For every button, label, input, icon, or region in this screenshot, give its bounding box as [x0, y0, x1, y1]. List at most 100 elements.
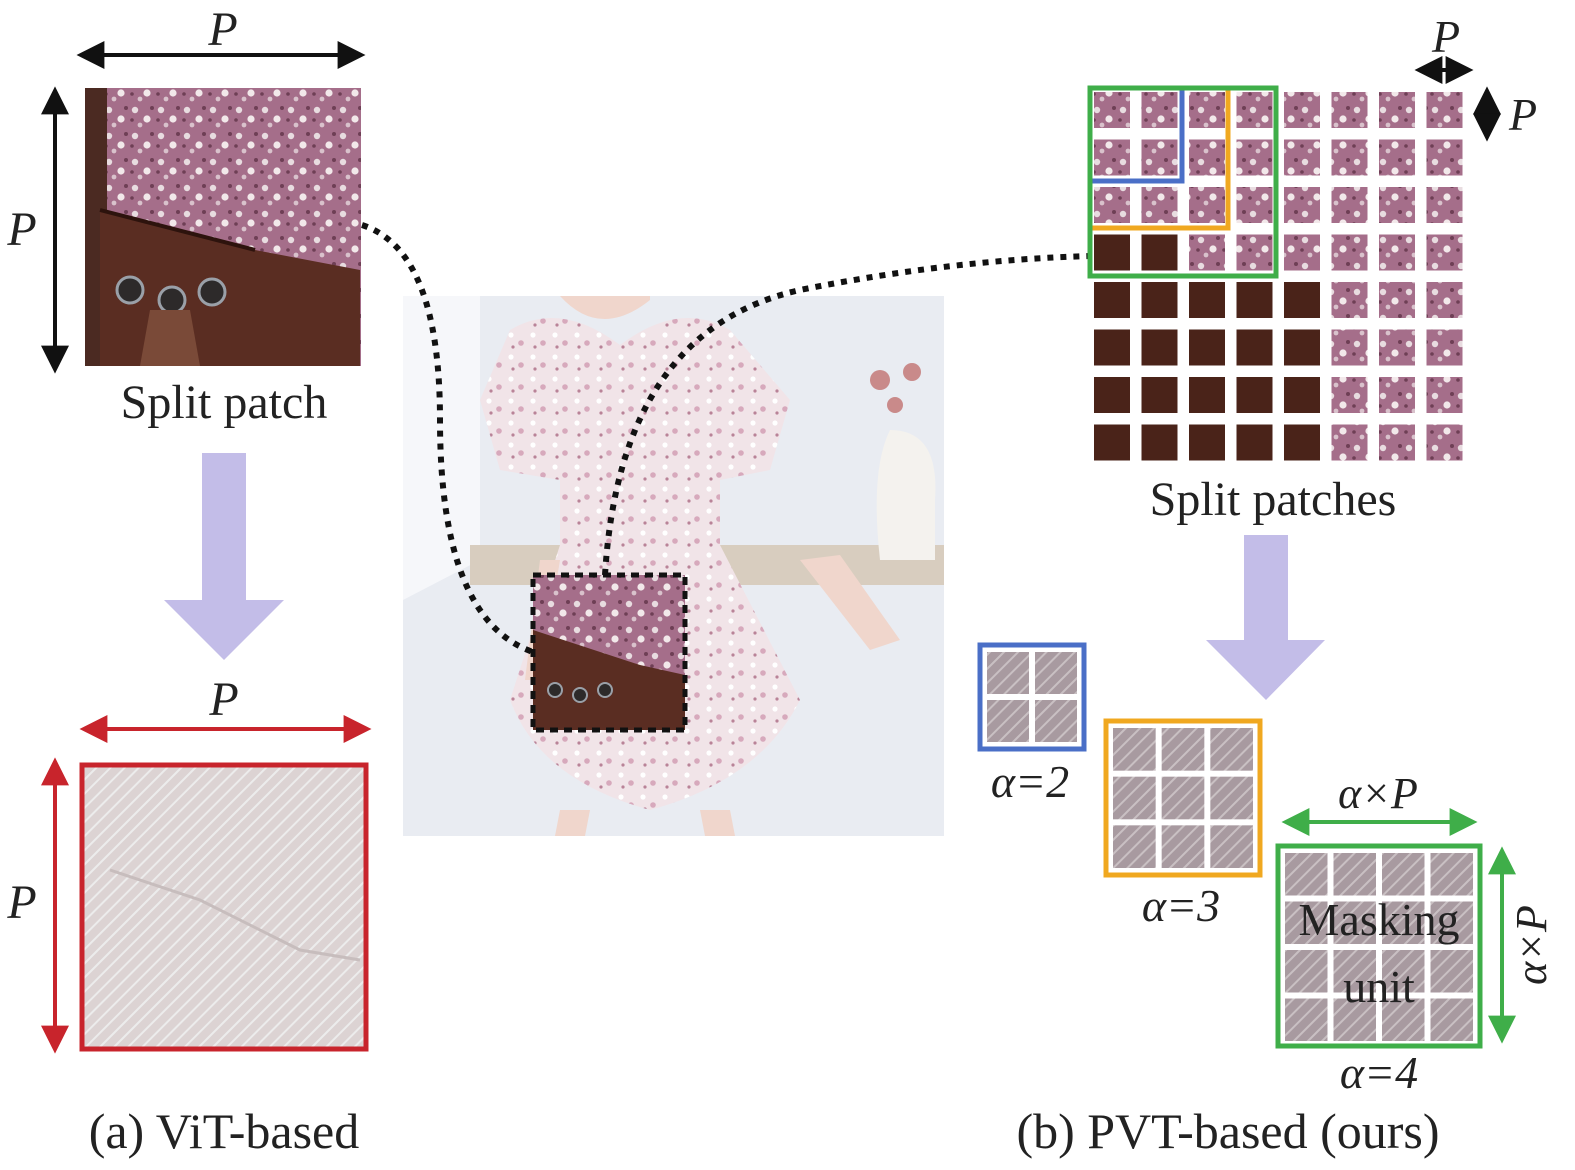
grid-patch [1331, 139, 1368, 176]
masked-tile [1161, 825, 1205, 868]
grid-patch [1426, 424, 1463, 461]
grid-patch [1331, 187, 1368, 223]
grid-patch [1331, 377, 1368, 413]
alpha4-label: α=4 [1340, 1047, 1418, 1098]
grid-patch [1236, 234, 1273, 271]
grid-patch [1094, 139, 1130, 176]
grid-patch [1379, 424, 1415, 461]
grid-patch [1189, 187, 1225, 223]
alpha3-label: α=3 [1142, 880, 1220, 931]
masked-tile [1161, 776, 1205, 820]
grid-patch [1094, 424, 1130, 461]
grid-patch [1141, 377, 1178, 413]
highlighted-region [530, 572, 688, 733]
grid-patch [1379, 187, 1415, 223]
masked-tile [1382, 901, 1425, 944]
grid-patch [1141, 329, 1178, 366]
grid-patch [1284, 282, 1320, 318]
vit-split-patch-image [85, 88, 361, 366]
grid-patch [1094, 187, 1130, 223]
grid-patch [1284, 139, 1320, 176]
patch-height-label: P [6, 203, 36, 256]
masked-tile [1430, 950, 1473, 993]
grid-patch [1189, 92, 1225, 128]
masked-patch-ghost-outline [109, 868, 361, 962]
masked-tile [1035, 700, 1077, 742]
masked-tile [1210, 776, 1253, 820]
caption-vit: (a) ViT-based [89, 1103, 360, 1159]
grid-patch [1094, 92, 1130, 128]
grid-patch [1141, 234, 1178, 271]
pvt-flow-arrow [1206, 535, 1325, 700]
masked-tile [1333, 950, 1376, 993]
grid-patch [1331, 234, 1368, 271]
grid-group-alpha4 [1087, 85, 1279, 279]
masked-tile [1285, 901, 1328, 944]
masked-tile [1430, 901, 1473, 944]
grid-patch [1189, 282, 1225, 318]
masked-tile [1333, 901, 1376, 944]
masked-tile [1113, 776, 1156, 820]
masked-tile [1382, 950, 1425, 993]
alpha2-label: α=2 [991, 756, 1069, 807]
grid-patch [1094, 329, 1130, 366]
masked-tile [1035, 652, 1077, 694]
masked-tile [987, 700, 1029, 742]
grid-patch [1094, 282, 1130, 318]
grid-patch [1189, 234, 1225, 271]
masked-height-label: P [6, 876, 36, 929]
grid-patch [1379, 282, 1415, 318]
grid-patch [1189, 139, 1225, 176]
split-patches-grid [1094, 92, 1463, 461]
unit-width-label: α×P [1338, 769, 1418, 818]
vit-masked-patch [79, 762, 369, 1052]
grid-patch-height-label: P [1508, 89, 1537, 140]
source-photo [403, 296, 944, 836]
grid-patch [1379, 139, 1415, 176]
grid-patch [1236, 424, 1273, 461]
masked-tile [1285, 998, 1328, 1041]
unit-height-label: α×P [1507, 905, 1556, 985]
grid-patch [1189, 329, 1225, 366]
grid-patch [1379, 234, 1415, 271]
grid-patch [1141, 92, 1178, 128]
split-patches-label: Split patches [1150, 473, 1397, 526]
masked-tile [987, 652, 1029, 694]
grid-patch [1426, 187, 1463, 223]
grid-patch-width-label: P [1431, 11, 1460, 62]
grid-patch [1236, 139, 1273, 176]
masked-tile [1285, 950, 1328, 993]
masked-tile [1430, 998, 1473, 1041]
grid-patch [1379, 92, 1415, 128]
split-patch-label: Split patch [121, 376, 328, 429]
masking-unit-alpha2 [977, 642, 1087, 752]
grid-patch [1284, 234, 1320, 271]
grid-patch [1331, 282, 1368, 318]
grid-patch [1426, 377, 1463, 413]
grid-patch [1284, 424, 1320, 461]
grid-patch [1426, 92, 1463, 128]
grid-patch [1426, 234, 1463, 271]
grid-patch [1189, 377, 1225, 413]
grid-patch [1236, 329, 1273, 366]
grid-patch [1426, 282, 1463, 318]
vit-flow-arrow [164, 453, 284, 660]
masking-unit-alpha3 [1103, 718, 1263, 878]
grid-patch [1141, 282, 1178, 318]
masked-tile [1382, 998, 1425, 1041]
grid-patch [1189, 424, 1225, 461]
masked-tile [1430, 853, 1473, 896]
grid-patch [1331, 329, 1368, 366]
grid-patch [1236, 282, 1273, 318]
grid-patch [1236, 187, 1273, 223]
grid-patch [1284, 377, 1320, 413]
unit-label: unit [1343, 961, 1415, 1012]
grid-patch [1141, 424, 1178, 461]
grid-patch [1094, 377, 1130, 413]
masked-tile [1333, 853, 1376, 896]
grid-patch [1426, 329, 1463, 366]
grid-patch [1141, 139, 1178, 176]
masked-tile [1161, 728, 1205, 771]
grid-patch [1236, 377, 1273, 413]
